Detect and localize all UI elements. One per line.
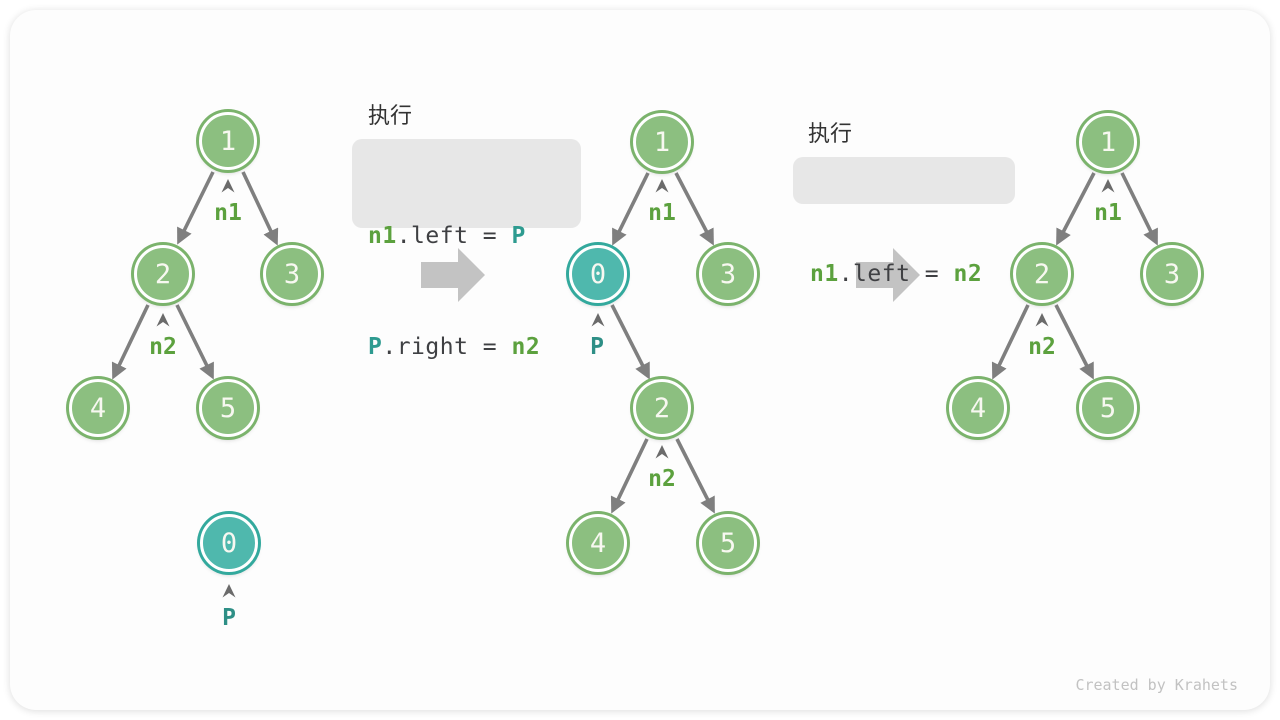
node-value: 1 xyxy=(219,125,237,157)
t3-node-4: 4 xyxy=(949,379,1007,437)
t1-node-0: 0 xyxy=(200,514,258,572)
t1-node-3: 3 xyxy=(263,245,321,303)
code-box-1: n1.left = P P.right = n2 xyxy=(352,139,581,360)
t2-node-4: 4 xyxy=(569,514,627,572)
code-box-2: n1.left = n2 xyxy=(793,157,1015,287)
code-token: n1 xyxy=(810,261,839,287)
t1-node-1: 1 xyxy=(199,112,257,170)
code-token: n2 xyxy=(511,334,541,360)
t3-pointer-n2: n2 xyxy=(1028,334,1056,360)
node-value: 0 xyxy=(589,258,607,290)
code-token: .left = xyxy=(396,223,512,249)
t2-pointer-n1: n1 xyxy=(648,200,676,226)
t3-node-3: 3 xyxy=(1143,245,1201,303)
t1-node-5: 5 xyxy=(199,379,257,437)
code-token: n2 xyxy=(953,261,983,287)
node-value: 1 xyxy=(1099,126,1117,158)
node-value: 3 xyxy=(719,258,737,290)
node-value: 5 xyxy=(1099,392,1117,424)
watermark: Created by Krahets xyxy=(1075,676,1238,694)
t3-pointer-n1: n1 xyxy=(1094,200,1122,226)
exec-label-1: 执行 xyxy=(368,104,413,129)
node-value: 4 xyxy=(89,392,107,424)
code-token: P xyxy=(511,223,526,249)
t3-node-2: 2 xyxy=(1013,245,1071,303)
code-token: .left = xyxy=(838,261,954,287)
t3-node-1: 1 xyxy=(1079,113,1137,171)
code-line: n1.left = P xyxy=(368,218,581,255)
node-value: 5 xyxy=(719,527,737,559)
node-value: 5 xyxy=(219,392,237,424)
t2-node-5: 5 xyxy=(699,514,757,572)
node-value: 1 xyxy=(653,126,671,158)
t2-pointer-p: P xyxy=(590,334,604,360)
node-value: 2 xyxy=(154,258,172,290)
code-token: .right = xyxy=(382,334,512,360)
t1-pointer-p: P xyxy=(222,605,236,631)
t1-node-2: 2 xyxy=(134,245,192,303)
t1-node-4: 4 xyxy=(69,379,127,437)
node-value: 4 xyxy=(589,527,607,559)
t1-pointer-n2: n2 xyxy=(149,334,177,360)
t1-pointer-n1: n1 xyxy=(214,200,242,226)
node-value: 3 xyxy=(283,258,301,290)
node-value: 2 xyxy=(1033,258,1051,290)
code-line: P.right = n2 xyxy=(368,329,581,366)
code-token: P xyxy=(368,334,383,360)
t2-node-0: 0 xyxy=(569,245,627,303)
t2-node-3: 3 xyxy=(699,245,757,303)
exec-label-2: 执行 xyxy=(808,122,853,147)
node-value: 2 xyxy=(653,392,671,424)
t2-node-1: 1 xyxy=(633,113,691,171)
node-value: 0 xyxy=(220,527,238,559)
code-line: n1.left = n2 xyxy=(810,251,1015,298)
node-value: 3 xyxy=(1163,258,1181,290)
node-value: 4 xyxy=(969,392,987,424)
code-token: n1 xyxy=(368,223,397,249)
diagram-card xyxy=(10,10,1270,710)
t2-pointer-n2: n2 xyxy=(648,466,676,492)
t2-node-2: 2 xyxy=(633,379,691,437)
t3-node-5: 5 xyxy=(1079,379,1137,437)
